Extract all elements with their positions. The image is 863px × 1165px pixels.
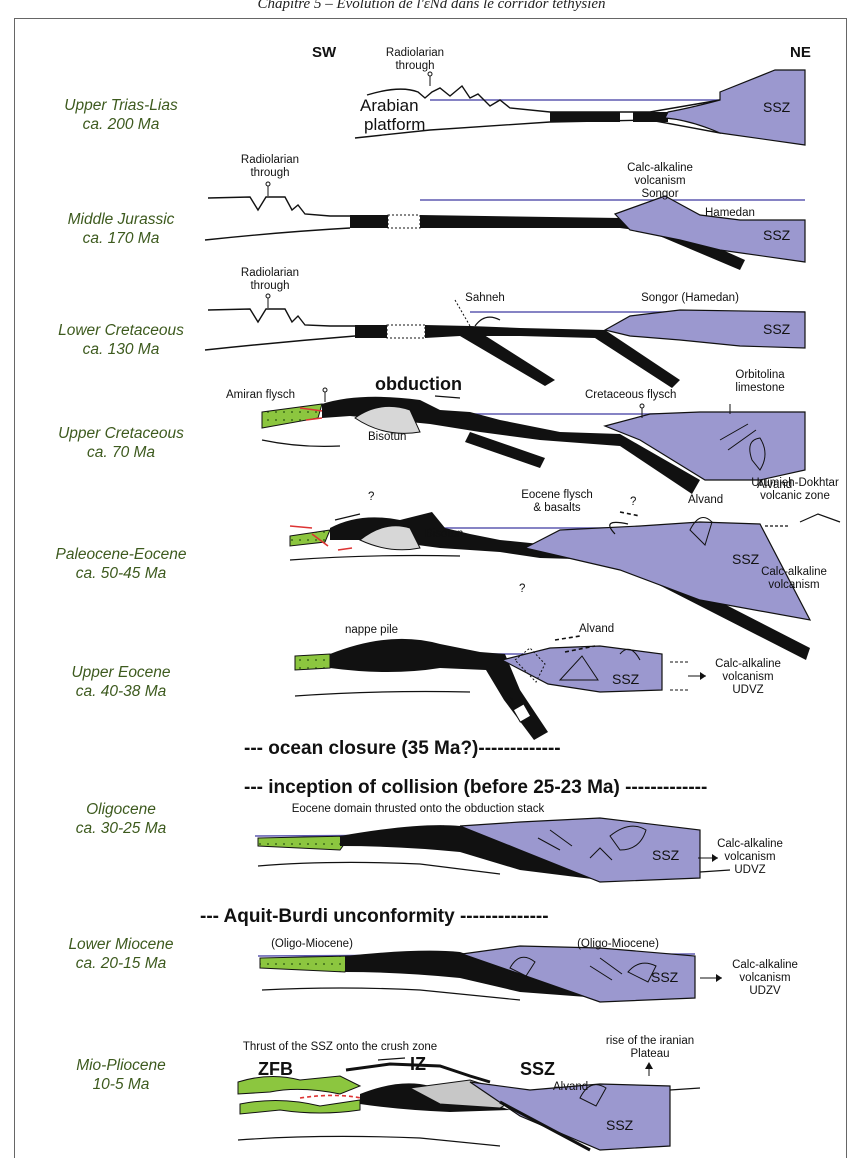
- label-oligo-miocene-left: (Oligo-Miocene): [271, 938, 353, 950]
- label-volcanism-3: volcanism: [722, 671, 773, 683]
- oceanic-crust-1: [550, 112, 620, 122]
- label-volcanic-zone: volcanic zone: [760, 490, 830, 502]
- label-radiolarian-2: Radiolarian: [241, 154, 299, 166]
- label-alvand-2: Alvand: [688, 494, 723, 506]
- label-calc-alkaline-5: Calc-alkaline: [732, 959, 798, 971]
- label-iz: IZ: [410, 1054, 426, 1074]
- label-calc-alkaline-4: Calc-alkaline: [717, 838, 783, 850]
- label-question-2: ?: [630, 496, 636, 508]
- label-limestone: limestone: [735, 382, 784, 394]
- label-eocene-domain: Eocene domain thrusted onto the obductio…: [292, 803, 545, 815]
- label-alvand-3: Alvand: [579, 623, 614, 635]
- panel-3-section: [205, 294, 805, 388]
- label-ssz-2: SSZ: [763, 227, 791, 243]
- zfb-folds: [238, 1076, 360, 1094]
- label-urumieh: Urumieh-Dokhtar: [751, 477, 839, 489]
- label-zfb: ZFB: [258, 1059, 293, 1079]
- label-hamedan: Hamedan: [705, 207, 755, 219]
- label-ssz-big: SSZ: [520, 1059, 555, 1079]
- label-bisotun-1: Bisotun: [368, 431, 406, 443]
- label-through-3: through: [250, 280, 289, 292]
- label-songor: Songor: [641, 188, 678, 200]
- label-question-3: ?: [519, 583, 525, 595]
- label-volcanism-1: volcanism: [634, 175, 685, 187]
- label-arabian: Arabian: [360, 96, 419, 115]
- label-bisotun-2: Bisotun: [425, 528, 463, 540]
- label-radiolarian-3: Radiolarian: [241, 267, 299, 279]
- label-eocene-flysch: Eocene flysch: [521, 489, 593, 501]
- label-thrust-ssz: Thrust of the SSZ onto the crush zone: [243, 1041, 437, 1053]
- label-obduction: obduction: [375, 374, 462, 394]
- label-udvz-1: UDVZ: [732, 684, 763, 696]
- panel-2-section: [205, 182, 805, 270]
- label-udvz-2: UDVZ: [734, 864, 765, 876]
- label-question-4: ?: [507, 697, 513, 709]
- label-ssz-5: SSZ: [732, 551, 760, 567]
- label-platform: platform: [364, 115, 425, 134]
- label-ssz-6: SSZ: [612, 671, 640, 687]
- label-ssz-1: SSZ: [763, 99, 791, 115]
- label-through-2: through: [250, 167, 289, 179]
- label-calc-alkaline-3: Calc-alkaline: [715, 658, 781, 670]
- label-basalts: & basalts: [533, 502, 581, 514]
- label-volcanism-5: volcanism: [739, 972, 790, 984]
- label-volcanism-4: volcanism: [724, 851, 775, 863]
- label-amiran-flysch: Amiran flysch: [226, 389, 295, 401]
- panel-4-section: [262, 388, 805, 494]
- label-radiolarian-1: Radiolarian: [386, 47, 444, 59]
- label-rise: rise of the iranian: [606, 1035, 694, 1047]
- label-ssz-3: SSZ: [763, 321, 791, 337]
- label-orbitolina: Orbitolina: [735, 369, 785, 381]
- label-calc-alkaline-1: Calc-alkaline: [627, 162, 693, 174]
- label-oligo-miocene-right: (Oligo-Miocene): [577, 938, 659, 950]
- label-songor-hamedan: Songor (Hamedan): [641, 292, 739, 304]
- label-plateau: Plateau: [630, 1048, 669, 1060]
- label-ssz-8: SSZ: [651, 969, 679, 985]
- label-sahneh: Sahneh: [465, 292, 505, 304]
- label-alvand-4: Alvand: [553, 1081, 588, 1093]
- label-volcanism-2: volcanism: [768, 579, 819, 591]
- label-ssz-7: SSZ: [652, 847, 680, 863]
- panel-6-section: [295, 636, 706, 740]
- label-nappe-pile: nappe pile: [345, 624, 398, 636]
- label-through-1: through: [395, 60, 434, 72]
- label-ssz-9: SSZ: [606, 1117, 634, 1133]
- label-udzv: UDZV: [749, 985, 781, 997]
- label-calc-alkaline-2: Calc-alkaline: [761, 566, 827, 578]
- label-question-1: ?: [368, 491, 374, 503]
- label-cretaceous-flysch: Cretaceous flysch: [585, 389, 676, 401]
- panel-9-section: [238, 1058, 700, 1150]
- flysch-wedge-4: [262, 404, 322, 428]
